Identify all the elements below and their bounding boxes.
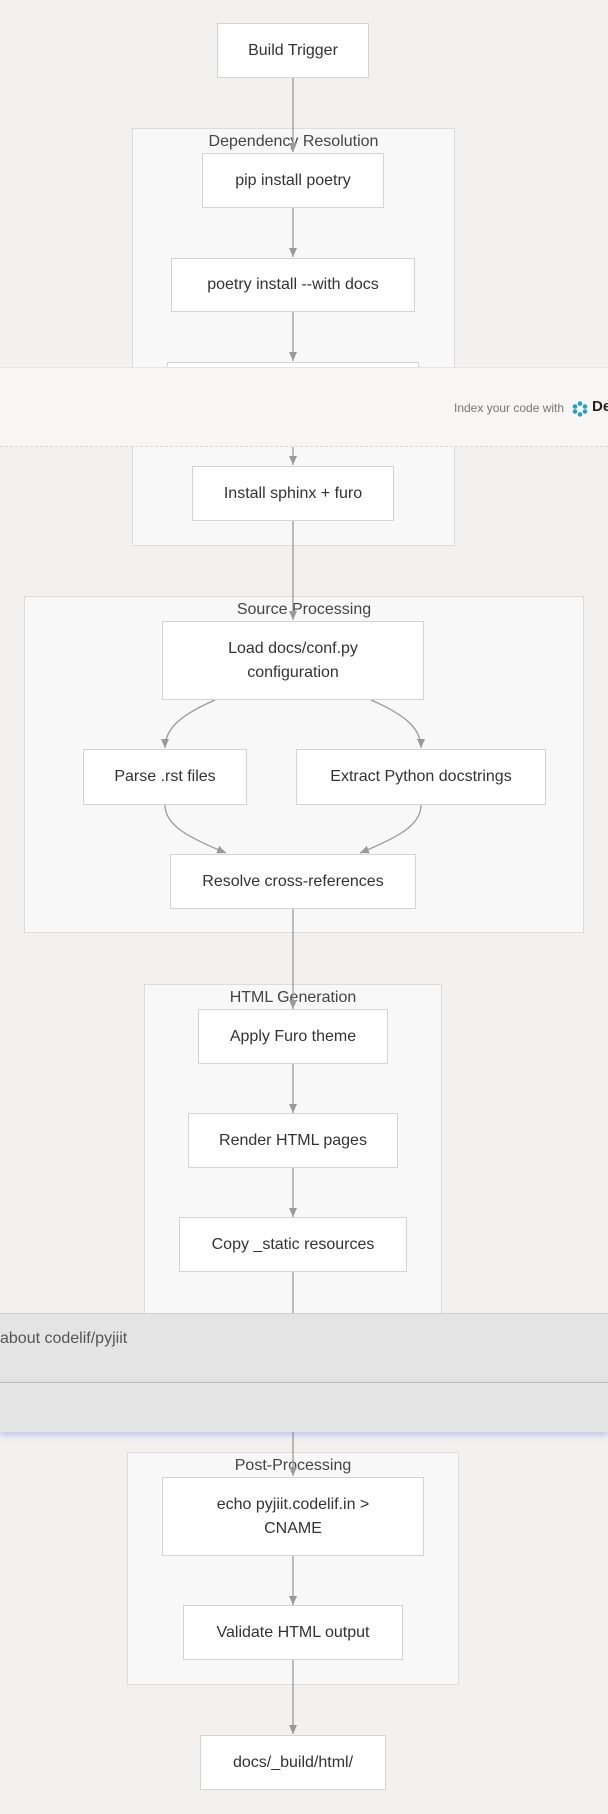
node-resolve-refs: Resolve cross-references xyxy=(170,854,416,909)
cluster-title: Source Processing xyxy=(236,601,372,618)
repo-info-overlay[interactable]: about codelif/pyjiit xyxy=(0,1313,608,1382)
node-copy-static: Copy _static resources xyxy=(179,1217,407,1272)
node-poetry-install: poetry install --with docs xyxy=(171,258,415,312)
node-output-dir: docs/_build/html/ xyxy=(200,1735,386,1790)
banner-brand-name[interactable]: De xyxy=(592,398,608,415)
node-build-trigger: Build Trigger xyxy=(217,23,369,78)
node-install-sphinx-furo: Install sphinx + furo xyxy=(192,466,394,521)
node-render-html-pages: Render HTML pages xyxy=(188,1113,398,1168)
banner-text: Index your code with xyxy=(454,401,565,415)
node-validate-html: Validate HTML output xyxy=(183,1605,403,1660)
node-parse-rst: Parse .rst files xyxy=(83,749,247,805)
index-code-banner[interactable]: Index your code with De xyxy=(0,367,608,447)
overlay-text: about codelif/pyjiit xyxy=(0,1330,128,1347)
node-extract-docstrings: Extract Python docstrings xyxy=(296,749,546,805)
overlay-input-bar[interactable] xyxy=(0,1382,608,1432)
brand-logo-icon xyxy=(572,401,588,417)
node-apply-furo-theme: Apply Furo theme xyxy=(198,1009,388,1064)
node-pip-install-poetry: pip install poetry xyxy=(202,153,384,208)
cluster-title: Dependency Resolution xyxy=(208,133,379,150)
cluster-title: HTML Generation xyxy=(229,989,357,1006)
cluster-title: Post-Processing xyxy=(234,1457,352,1474)
node-load-conf: Load docs/conf.py configuration xyxy=(162,621,424,700)
node-echo-cname: echo pyjiit.codelif.in > CNAME xyxy=(162,1477,424,1556)
